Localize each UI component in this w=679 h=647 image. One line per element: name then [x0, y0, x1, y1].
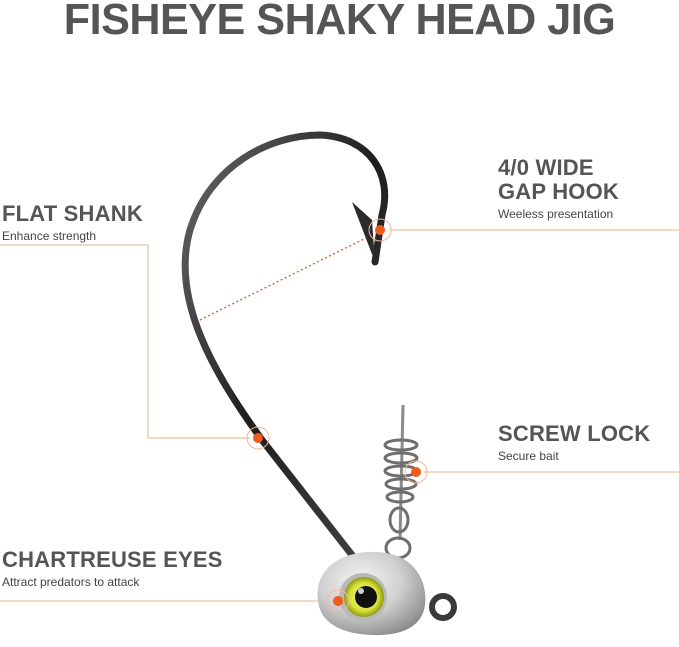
line-tie-eyelet	[429, 593, 457, 621]
callout-eyes-sub: Attract predators to attack	[2, 575, 140, 589]
marker-screw-dot	[411, 467, 421, 477]
callout-hook: 4/0 WIDE GAP HOOK Weeless presentation	[498, 156, 619, 222]
callout-screw-sub: Secure bait	[498, 449, 559, 463]
marker-shank-dot	[253, 433, 263, 443]
marker-eyes-ring	[326, 589, 350, 613]
screw-coil-1	[383, 438, 419, 452]
callout-shank-heading: FLAT SHANK	[2, 201, 143, 226]
screw-coil-4	[384, 477, 418, 491]
page-title: FISHEYE SHAKY HEAD JIG	[63, 0, 616, 44]
gap-dotted-line	[195, 234, 373, 323]
callout-eyes-heading: CHARTREUSE EYES	[2, 547, 223, 572]
callout-hook-heading-1: 4/0 WIDE	[498, 155, 594, 180]
callout-shank: FLAT SHANK Enhance strength	[2, 202, 143, 244]
hook-barb	[352, 202, 375, 262]
callout-markers	[246, 218, 428, 613]
leader-shank	[0, 244, 250, 439]
callout-screw: SCREW LOCK Secure bait	[498, 422, 650, 464]
marker-screw-ring	[404, 460, 428, 484]
screw-coil-2	[383, 451, 419, 465]
screw-coil-5	[385, 490, 415, 504]
hook	[181, 131, 389, 559]
marker-eyes-dot	[333, 596, 343, 606]
callout-eyes: CHARTREUSE EYES Attract predators to att…	[2, 548, 223, 590]
screw-loop	[388, 506, 410, 534]
eye-pupil	[355, 586, 377, 608]
callout-screw-heading: SCREW LOCK	[498, 421, 651, 446]
leader-lines	[0, 229, 679, 602]
callout-shank-sub: Enhance strength	[2, 229, 97, 243]
jig-head	[317, 551, 457, 636]
marker-shank-ring	[246, 426, 270, 450]
screw-wire	[398, 404, 405, 541]
callout-hook-sub: Weeless presentation	[498, 207, 614, 221]
eye-highlight	[358, 588, 364, 594]
callout-hook-heading-2: GAP HOOK	[498, 179, 619, 204]
marker-hook-dot	[375, 225, 385, 235]
marker-hook-ring	[368, 218, 392, 242]
screw-lock	[383, 404, 419, 560]
hook-body	[181, 131, 389, 559]
